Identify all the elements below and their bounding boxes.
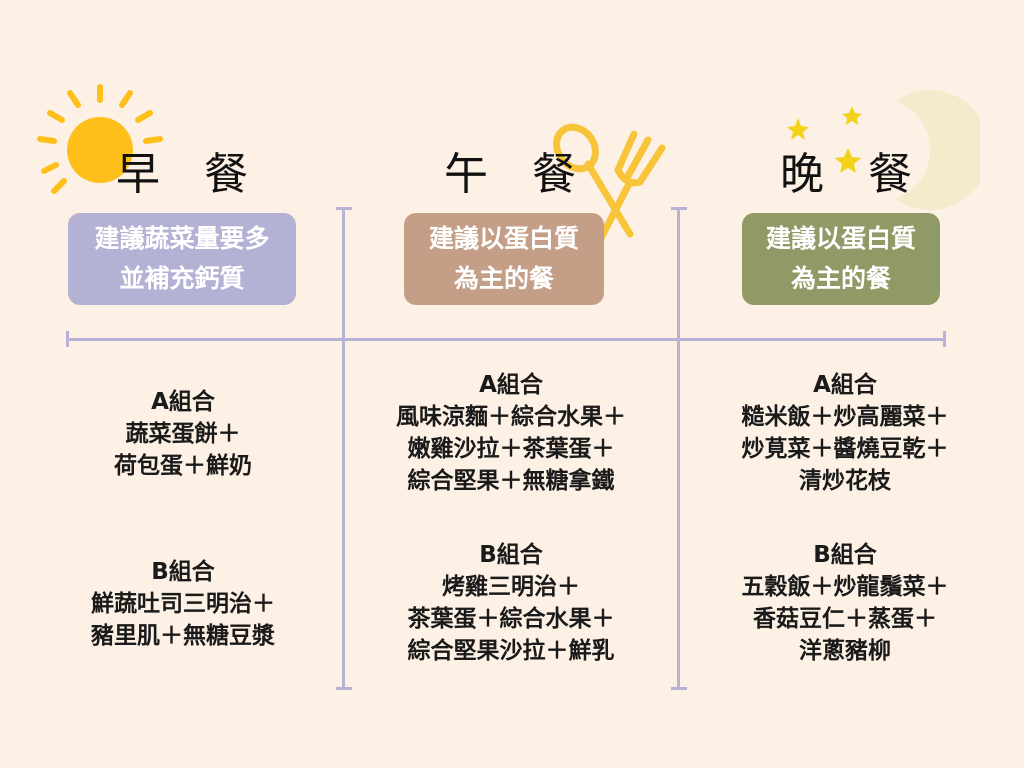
horizontal-divider (68, 338, 945, 341)
horizontal-divider-cap-left (66, 331, 69, 347)
combo-line: 豬里肌＋無糖豆漿 (91, 623, 275, 649)
spoon-fork-icon (553, 123, 666, 244)
combo-line: 嫩雞沙拉＋茶葉蛋＋ (407, 436, 615, 462)
breakfast-title: 早 餐 (116, 149, 248, 200)
dinner-badge: 建議以蛋白質 為主的餐 (742, 213, 940, 305)
breakfast-badge-line-2: 並補充鈣質 (119, 264, 245, 293)
combo-line: 香菇豆仁＋蒸蛋＋ (753, 606, 937, 632)
lunch-combo-a: A組合 風味涼麵＋綜合水果＋ 嫩雞沙拉＋茶葉蛋＋ 綜合堅果＋無糖拿鐵 (346, 369, 676, 497)
lunch-badge-line-1: 建議以蛋白質 (428, 224, 579, 253)
combo-label: A組合 (813, 372, 877, 398)
combo-line: 綜合堅果沙拉＋鮮乳 (407, 638, 615, 664)
breakfast-badge: 建議蔬菜量要多 並補充鈣質 (68, 213, 296, 305)
combo-line: 茶葉蛋＋綜合水果＋ (407, 606, 615, 632)
horizontal-divider-cap-right (943, 331, 946, 347)
combo-line: 五穀飯＋炒龍鬚菜＋ (741, 574, 949, 600)
combo-label: A組合 (479, 372, 543, 398)
moon-stars-icon (787, 84, 980, 222)
combo-line: 風味涼麵＋綜合水果＋ (396, 404, 626, 430)
combo-line: 鮮蔬吐司三明治＋ (91, 591, 275, 617)
combo-line: 清炒花枝 (799, 468, 891, 494)
combo-line: 蔬菜蛋餅＋ (125, 421, 241, 447)
combo-label: A組合 (151, 389, 215, 415)
vertical-divider-left-cap-bottom (336, 687, 352, 690)
combo-line: 炒莧菜＋醬燒豆乾＋ (741, 436, 949, 462)
combo-line: 綜合堅果＋無糖拿鐵 (407, 468, 615, 494)
dinner-badge-line-2: 為主的餐 (790, 264, 891, 293)
vertical-divider-right-cap-top (671, 207, 687, 210)
combo-label: B組合 (151, 559, 215, 585)
combo-label: B組合 (479, 542, 543, 568)
vertical-divider-right (677, 209, 680, 689)
combo-line: 洋蔥豬柳 (799, 638, 891, 664)
lunch-badge: 建議以蛋白質 為主的餐 (404, 213, 604, 305)
combo-label: B組合 (813, 542, 877, 568)
breakfast-badge-line-1: 建議蔬菜量要多 (94, 224, 270, 253)
dinner-title: 晚 餐 (780, 149, 912, 200)
combo-line: 烤雞三明治＋ (442, 574, 580, 600)
lunch-title: 午 餐 (444, 149, 576, 200)
lunch-badge-line-2: 為主的餐 (453, 264, 554, 293)
breakfast-combo-a: A組合 蔬菜蛋餅＋ 荷包蛋＋鮮奶 (18, 386, 348, 482)
vertical-divider-right-cap-bottom (671, 687, 687, 690)
dinner-combo-a: A組合 糙米飯＋炒高麗菜＋ 炒莧菜＋醬燒豆乾＋ 清炒花枝 (680, 369, 1010, 497)
sun-icon (37, 84, 163, 194)
vertical-divider-left (342, 209, 345, 689)
combo-line: 荷包蛋＋鮮奶 (114, 453, 252, 479)
vertical-divider-left-cap-top (336, 207, 352, 210)
dinner-combo-b: B組合 五穀飯＋炒龍鬚菜＋ 香菇豆仁＋蒸蛋＋ 洋蔥豬柳 (680, 539, 1010, 667)
lunch-combo-b: B組合 烤雞三明治＋ 茶葉蛋＋綜合水果＋ 綜合堅果沙拉＋鮮乳 (346, 539, 676, 667)
combo-line: 糙米飯＋炒高麗菜＋ (741, 404, 949, 430)
dinner-badge-line-1: 建議以蛋白質 (765, 224, 916, 253)
breakfast-combo-b: B組合 鮮蔬吐司三明治＋ 豬里肌＋無糖豆漿 (18, 556, 348, 652)
